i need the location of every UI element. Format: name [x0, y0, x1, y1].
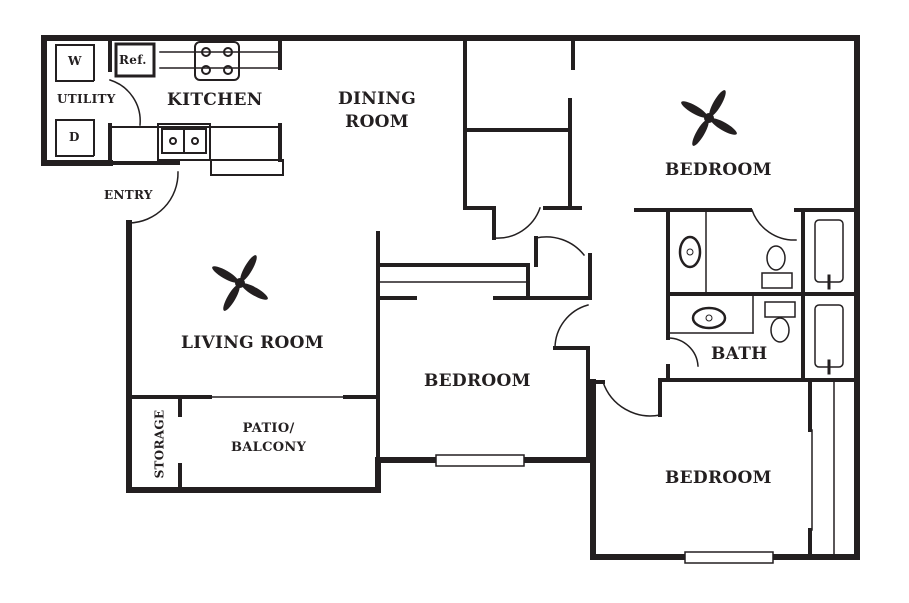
- bathtub-icon: [814, 219, 844, 290]
- windows: [435, 454, 774, 564]
- bath-label: BATH: [711, 344, 768, 364]
- door-swings: [109, 79, 797, 417]
- vanity-sink-icon: [691, 306, 727, 330]
- kitchen-sink-icon: [157, 123, 211, 161]
- lower-bedroom-label: BEDROOM: [665, 468, 772, 488]
- thin-lines: [159, 51, 835, 558]
- bathtub-icon: [814, 304, 844, 375]
- kitchen-label: KITCHEN: [167, 90, 263, 110]
- patio-label-line1: PATIO/: [242, 421, 295, 436]
- toilet-icon: [764, 301, 796, 343]
- entry-label: ENTRY: [104, 188, 153, 202]
- storage-label: STORAGE: [152, 409, 167, 479]
- dining-label-line1: DINING: [338, 89, 417, 109]
- patio-label-line2: BALCONY: [231, 440, 307, 455]
- toilet-icon: [761, 245, 793, 289]
- dining-room-label: DINING ROOM: [338, 88, 416, 134]
- patio-balcony-label: PATIO/ BALCONY: [231, 419, 306, 457]
- dryer-label: D: [69, 130, 80, 144]
- utility-label: UTILITY: [57, 92, 116, 106]
- kitchen-counter: [210, 159, 284, 176]
- washer-label: W: [68, 54, 82, 68]
- refrigerator-icon: [114, 42, 156, 78]
- vanity-sink-icon: [678, 235, 702, 269]
- dryer-icon: [55, 119, 95, 157]
- ceiling-fan-icon: [681, 90, 737, 146]
- refrigerator-label: Ref.: [119, 53, 147, 67]
- dining-label-line2: ROOM: [345, 112, 409, 132]
- ceiling-fan-icon: [212, 255, 268, 311]
- washer-icon: [55, 44, 95, 82]
- master-bedroom-label: BEDROOM: [665, 160, 772, 180]
- stove-icon: [194, 41, 240, 81]
- living-room-label: LIVING ROOM: [181, 333, 324, 353]
- interior-walls: [108, 36, 859, 559]
- middle-bedroom-label: BEDROOM: [424, 371, 531, 391]
